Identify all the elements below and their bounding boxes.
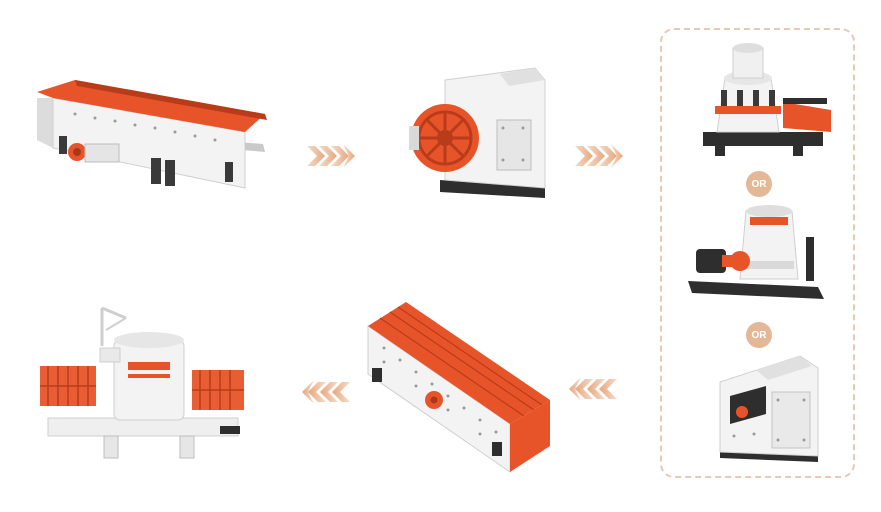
chevron-right-arrow-icon bbox=[307, 144, 355, 168]
vibrating-feeder-machine bbox=[15, 70, 285, 195]
cone-crusher-machine bbox=[695, 40, 840, 160]
process-arrow-2 bbox=[573, 142, 625, 170]
process-arrow-4 bbox=[300, 378, 352, 406]
chevron-left-arrow-icon bbox=[569, 377, 617, 401]
single-cylinder-cone-crusher-machine bbox=[688, 203, 838, 313]
process-arrow-1 bbox=[305, 142, 357, 170]
impact-crusher-machine bbox=[700, 352, 830, 464]
jaw-crusher-icon bbox=[409, 67, 546, 198]
or-badge-1: OR bbox=[746, 171, 772, 197]
chevron-left-arrow-icon bbox=[302, 380, 350, 404]
crusher-options-group bbox=[660, 28, 855, 478]
vibrating-feeder-icon bbox=[37, 80, 267, 189]
cone-crusher-icon bbox=[703, 43, 831, 156]
sand-making-machine bbox=[30, 300, 255, 465]
impact-crusher-icon bbox=[719, 355, 819, 462]
or-badge-2: OR bbox=[746, 322, 772, 348]
jaw-crusher-machine bbox=[405, 60, 555, 200]
sand-making-machine-icon bbox=[40, 306, 244, 459]
process-arrow-3 bbox=[567, 375, 619, 403]
chevron-right-arrow-icon bbox=[575, 144, 623, 168]
single-cylinder-cone-crusher-icon bbox=[688, 205, 824, 299]
vibrating-screen-machine bbox=[360, 296, 555, 476]
vibrating-screen-icon bbox=[367, 302, 550, 473]
